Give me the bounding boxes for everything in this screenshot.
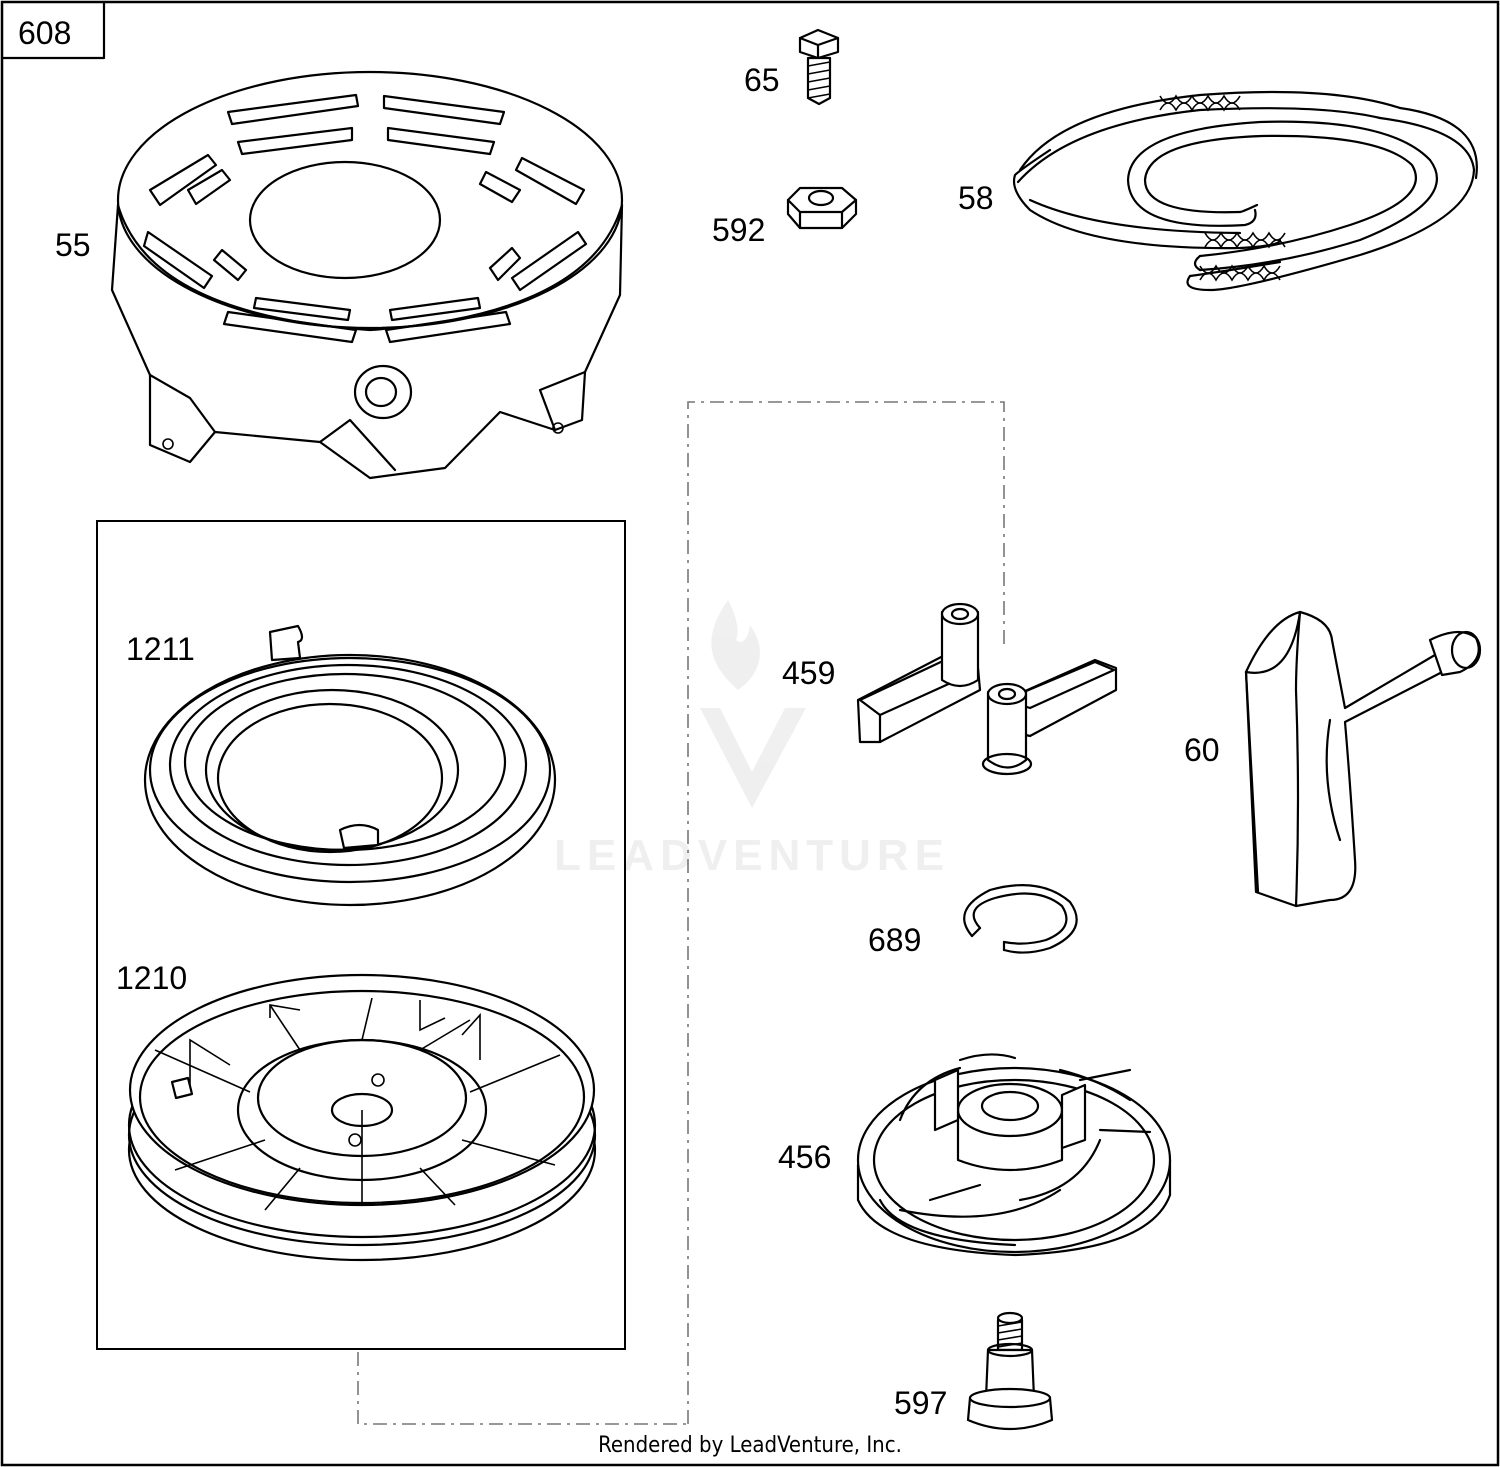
part-456-ratchet-icon [856, 1053, 1172, 1257]
part-1211-recoil-spring-icon [143, 624, 557, 907]
leadventure-watermark: LEADVENTURE [554, 600, 950, 880]
kit-box [96, 520, 626, 1350]
watermark-text: LEADVENTURE [554, 831, 950, 880]
dashed-group-line [687, 401, 1005, 1424]
label-65: 65 [744, 62, 780, 98]
label-592: 592 [712, 212, 765, 248]
label-1211: 1211 [126, 631, 195, 667]
label-597: 597 [894, 1385, 947, 1421]
part-597-shoulder-screw-icon [966, 1311, 1054, 1431]
part-689-retaining-ring-icon [963, 884, 1078, 954]
part-592-nut-icon [786, 186, 858, 230]
dashed-kit-line [357, 1352, 688, 1425]
diagram-id: 608 [18, 15, 71, 51]
part-55-blower-housing-icon [110, 70, 624, 480]
footer-credit: Rendered by LeadVenture, Inc. [598, 1433, 902, 1458]
part-459-pawls-icon [856, 602, 1118, 776]
label-55: 55 [55, 227, 91, 263]
part-58-rope-icon [1012, 90, 1478, 292]
part-60-starter-handle-icon [1244, 610, 1482, 908]
label-456: 456 [778, 1139, 831, 1175]
label-58: 58 [958, 180, 994, 216]
diagram-id-box: 608 [0, 0, 106, 60]
part-65-bolt-icon [798, 28, 840, 106]
label-459: 459 [782, 655, 835, 691]
label-1210: 1210 [116, 960, 187, 996]
label-60: 60 [1184, 732, 1220, 768]
part-1210-pulley-icon [127, 973, 597, 1262]
label-689: 689 [868, 922, 921, 958]
